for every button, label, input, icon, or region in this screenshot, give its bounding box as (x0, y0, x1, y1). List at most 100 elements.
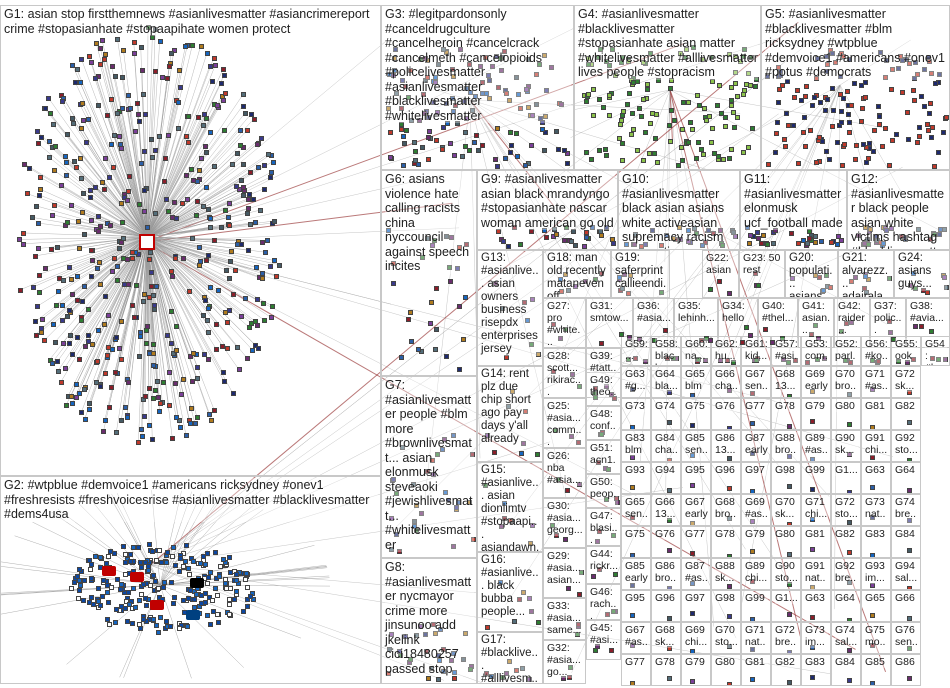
cluster-small: G91chi... (861, 430, 891, 462)
user-node (406, 317, 411, 322)
cluster-small: G84cha... (651, 430, 681, 462)
user-node (72, 159, 77, 164)
user-node (810, 419, 815, 424)
cluster-id: G97 (745, 464, 765, 476)
user-node (123, 560, 128, 565)
user-node (106, 554, 111, 559)
user-node (151, 573, 156, 578)
user-node (796, 161, 801, 166)
user-node (91, 602, 96, 607)
user-node (185, 624, 190, 629)
cluster-term: cha... (715, 380, 738, 398)
cluster-small: G1... (831, 462, 861, 494)
user-node (132, 51, 137, 56)
user-node (115, 111, 120, 116)
user-node (224, 586, 229, 591)
cluster-label: G81 (745, 656, 768, 668)
cluster-label: G19: saferprint callieendi... (615, 252, 667, 298)
user-node (787, 484, 792, 489)
user-node (272, 258, 277, 263)
user-node (663, 328, 668, 333)
user-node (70, 401, 75, 406)
user-node (86, 333, 91, 338)
user-node (620, 158, 625, 163)
user-node (814, 160, 819, 165)
user-node (776, 100, 781, 105)
cluster-g13: G13: #asianlive... asian owners business… (477, 250, 543, 366)
user-node (457, 367, 462, 372)
user-node (427, 129, 432, 134)
user-node (782, 137, 787, 142)
user-node (667, 616, 672, 621)
cluster-term: #g... (625, 380, 645, 392)
user-node (540, 127, 545, 132)
cluster-g8: G8: #asianlivesmatter nycmayor crime mor… (381, 558, 477, 684)
cluster-small: G78 (651, 654, 681, 686)
user-node (103, 156, 108, 161)
user-node (235, 151, 240, 156)
cluster-label: G74sal... (835, 624, 858, 648)
cluster-label: G63 (805, 592, 828, 604)
user-node (82, 284, 87, 289)
cluster-label: G1... (835, 464, 858, 476)
user-node (694, 156, 699, 161)
cluster-term: chi... (865, 444, 887, 456)
cluster-id: G81 (865, 400, 885, 412)
user-node (216, 288, 221, 293)
user-node (514, 131, 519, 136)
user-node (872, 128, 877, 133)
cluster-small: G64bla... (651, 366, 681, 398)
user-node (930, 125, 935, 130)
cluster-term: early... (625, 572, 648, 590)
cluster-id: G89 (745, 560, 765, 572)
user-node (69, 203, 74, 208)
cluster-label: G76sen... (895, 624, 918, 654)
cluster-label: G84cha... (655, 432, 678, 462)
user-node (428, 321, 433, 326)
user-node (876, 104, 881, 109)
user-node (889, 87, 894, 92)
user-node (801, 238, 806, 243)
user-node (115, 37, 120, 42)
cluster-id: G80 (715, 656, 735, 668)
user-node (139, 427, 144, 432)
user-node (153, 388, 158, 393)
cluster-label: G77 (685, 528, 708, 540)
cluster-label: G94sal... (895, 560, 918, 584)
cluster-small: G83 (801, 654, 831, 686)
user-node (64, 403, 69, 408)
cluster-small: G95 (681, 462, 711, 494)
cluster-term: early... (685, 508, 708, 526)
user-node (225, 320, 230, 325)
cluster-g7: G7: #asianlivesmatter people #blm more #… (381, 376, 477, 558)
cluster-label: G35: lehinh... (678, 300, 715, 324)
user-node (928, 101, 933, 106)
cluster-label: G47: blasi... (590, 510, 618, 546)
user-node (825, 97, 830, 102)
user-node (149, 270, 154, 275)
cluster-term: #as... (685, 572, 708, 590)
user-node (913, 324, 918, 329)
user-node (813, 234, 818, 239)
cluster-label: G84 (835, 656, 858, 668)
cluster-term: bla... (655, 380, 678, 392)
user-node (187, 572, 192, 577)
user-node (690, 127, 695, 132)
user-node (676, 163, 681, 168)
cluster-small: G85 (861, 654, 891, 686)
user-node (78, 80, 83, 85)
user-node (47, 139, 52, 144)
cluster-label: G6613... (655, 496, 678, 520)
user-node (861, 142, 866, 147)
cluster-id: G94 (895, 560, 915, 572)
cluster-id: G99 (745, 592, 765, 604)
user-node (151, 363, 156, 368)
user-node (554, 232, 559, 237)
user-node (609, 648, 614, 653)
user-node (680, 158, 685, 163)
user-node (512, 619, 517, 624)
user-node (136, 112, 141, 117)
user-node (83, 344, 88, 349)
user-node (238, 143, 243, 148)
cluster-id: G98 (775, 464, 795, 476)
